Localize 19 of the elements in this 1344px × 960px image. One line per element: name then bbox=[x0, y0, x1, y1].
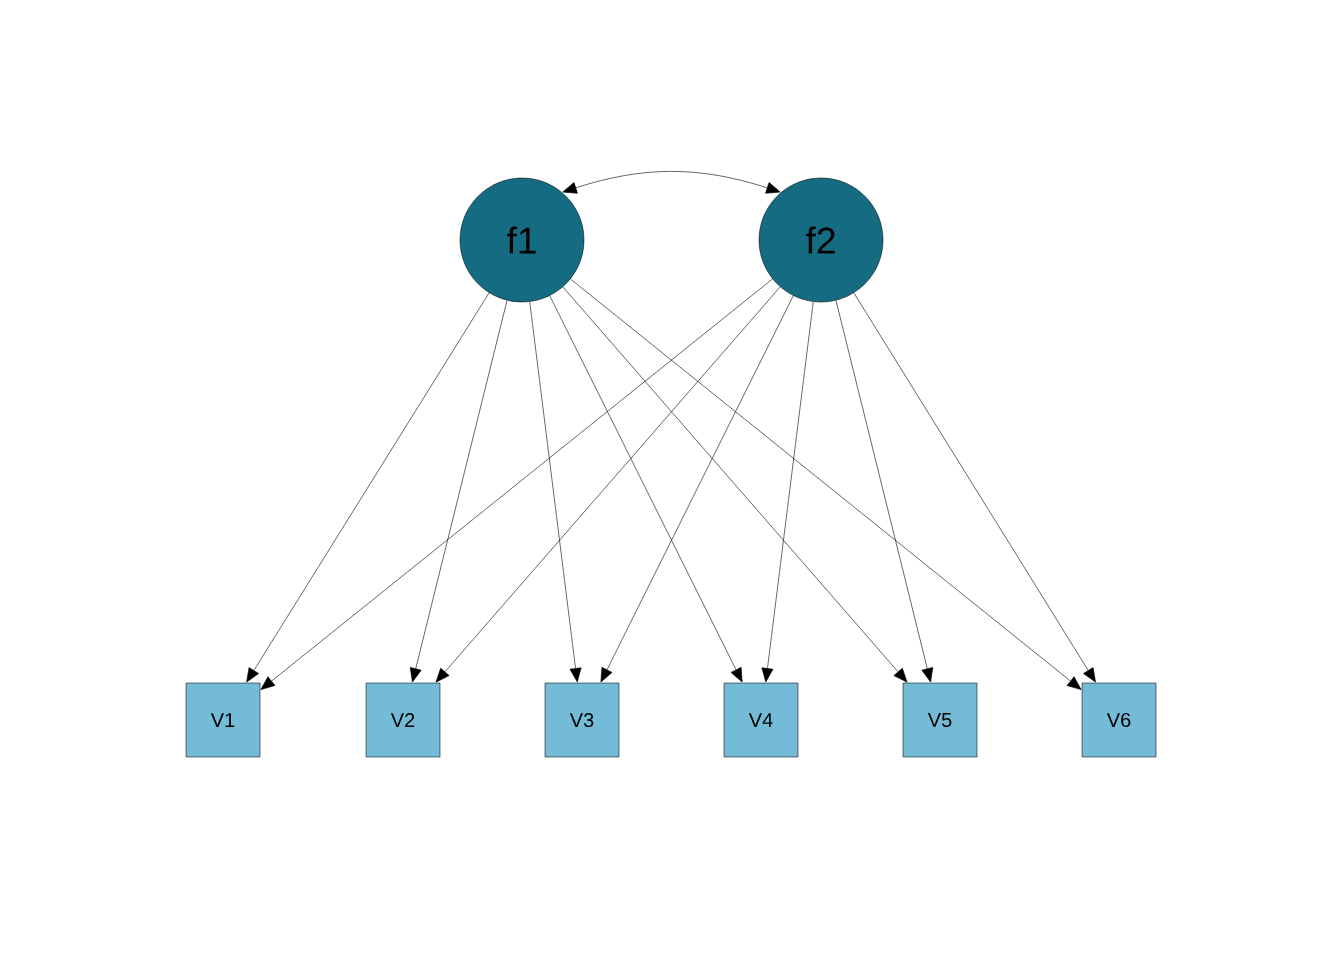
arrow bbox=[260, 278, 773, 690]
arrow bbox=[761, 301, 814, 683]
arrow bbox=[570, 278, 1082, 690]
observed-variable-box: V5 bbox=[902, 682, 978, 758]
arrow bbox=[435, 286, 781, 683]
observed-variable-box: V1 bbox=[185, 682, 261, 758]
arrow bbox=[835, 300, 934, 683]
double-headed-arrow bbox=[562, 171, 781, 194]
observed-variable-box: V3 bbox=[544, 682, 620, 758]
arrow bbox=[600, 295, 794, 683]
observed-variable-box: V6 bbox=[1081, 682, 1157, 758]
observed-variable-box: V2 bbox=[365, 682, 441, 758]
observed-variable-box: V4 bbox=[723, 682, 799, 758]
arrow bbox=[549, 295, 743, 683]
arrow bbox=[562, 286, 908, 683]
arrow bbox=[529, 301, 582, 683]
arrow bbox=[853, 292, 1096, 683]
arrow bbox=[246, 292, 490, 683]
arrow bbox=[409, 300, 508, 683]
